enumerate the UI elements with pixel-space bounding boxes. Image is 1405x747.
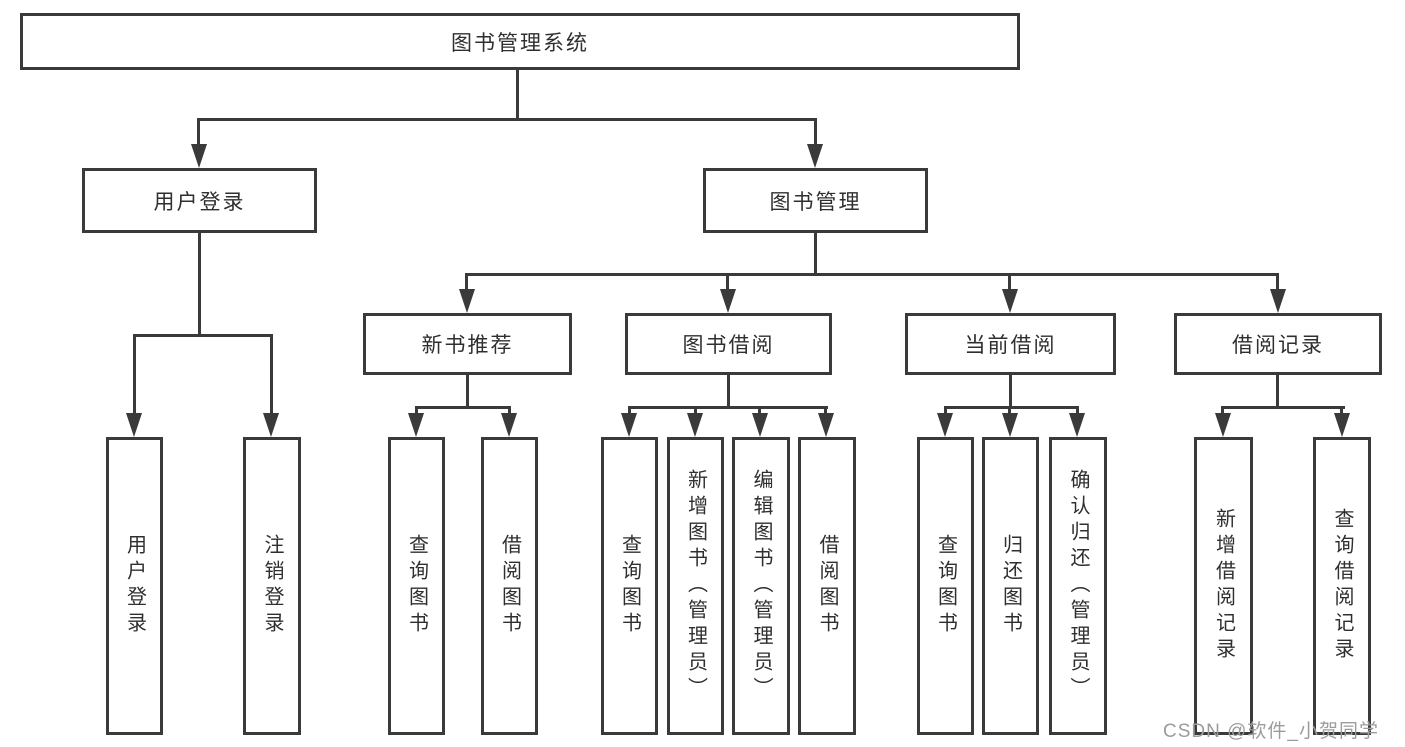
- arrow-down-icon: [501, 413, 517, 437]
- connector-current-rail: [944, 406, 1079, 409]
- connector-recommend-drop-2: [508, 406, 511, 416]
- connector-root-rail: [197, 118, 817, 121]
- leaf-query-books-recommend: 查询图书: [388, 437, 445, 735]
- leaf-borrow-books-recommend-label: 借阅图书: [498, 534, 521, 638]
- node-current-borrow: 当前借阅: [905, 313, 1116, 375]
- node-new-book-recommend-label: 新书推荐: [421, 334, 514, 357]
- leaf-confirm-return-admin: 确认归还（管理员）: [1049, 437, 1107, 735]
- connector-current-drop-1: [944, 406, 947, 416]
- node-borrow-record: 借阅记录: [1174, 313, 1382, 375]
- connector-recommend-rail: [415, 406, 511, 409]
- leaf-user-login: 用户登录: [106, 437, 163, 735]
- connector-mgmt-drop-3: [1008, 273, 1011, 292]
- connector-recommend-drop-1: [415, 406, 418, 416]
- node-book-borrow: 图书借阅: [625, 313, 832, 375]
- connector-record-drop-2: [1340, 406, 1343, 416]
- arrow-down-icon: [191, 144, 207, 168]
- connector-root-drop-right: [814, 118, 817, 147]
- node-book-management: 图书管理: [703, 168, 928, 233]
- leaf-add-borrow-record-label: 新增借阅记录: [1212, 508, 1235, 664]
- node-current-borrow-label: 当前借阅: [964, 334, 1057, 357]
- node-library-system: 图书管理系统: [20, 13, 1020, 70]
- leaf-query-books-current: 查询图书: [917, 437, 974, 735]
- connector-borrow-drop-2: [694, 406, 697, 416]
- connector-borrow-drop-1: [628, 406, 631, 416]
- watermark: CSDN @软件_小贺同学: [1163, 721, 1379, 742]
- connector-login-drop-2: [270, 334, 273, 416]
- leaf-add-books-admin-label: 新增图书（管理员）: [684, 469, 707, 703]
- node-user-login-label: 用户登录: [153, 190, 246, 214]
- node-book-borrow-label: 图书借阅: [682, 334, 775, 357]
- connector-borrow-rail: [628, 406, 828, 409]
- arrow-down-icon: [807, 144, 823, 168]
- connector-mgmt-rail: [465, 273, 1279, 276]
- connector-record-stem: [1276, 375, 1279, 406]
- arrow-down-icon: [621, 413, 637, 437]
- connector-current-stem: [1009, 375, 1012, 406]
- arrow-down-icon: [1270, 289, 1286, 313]
- leaf-logout-label: 注销登录: [261, 534, 283, 638]
- arrow-down-icon: [687, 413, 703, 437]
- arrow-down-icon: [1002, 413, 1018, 437]
- connector-root-stem: [516, 70, 519, 118]
- connector-record-rail: [1221, 406, 1345, 409]
- connector-login-stem: [198, 233, 201, 334]
- leaf-borrow-books-label: 借阅图书: [816, 534, 838, 638]
- connector-login-drop-1: [133, 334, 136, 416]
- connector-borrow-drop-4: [824, 406, 827, 416]
- arrow-down-icon: [752, 413, 768, 437]
- arrow-down-icon: [720, 289, 736, 313]
- arrow-down-icon: [459, 289, 475, 313]
- node-new-book-recommend: 新书推荐: [363, 313, 572, 375]
- leaf-query-books-borrow: 查询图书: [601, 437, 658, 735]
- connector-borrow-stem: [727, 375, 730, 406]
- connector-current-drop-2: [1008, 406, 1011, 416]
- leaf-query-borrow-record: 查询借阅记录: [1313, 437, 1371, 735]
- leaf-return-books-label: 归还图书: [999, 534, 1022, 638]
- leaf-user-login-label: 用户登录: [123, 534, 146, 638]
- connector-current-drop-3: [1076, 406, 1079, 416]
- leaf-query-books-recommend-label: 查询图书: [405, 534, 428, 638]
- leaf-edit-books-admin-label: 编辑图书（管理员）: [750, 469, 772, 703]
- arrow-down-icon: [1334, 413, 1350, 437]
- connector-mgmt-drop-2: [726, 273, 729, 292]
- connector-login-rail: [133, 334, 273, 337]
- connector-mgmt-drop-4: [1276, 273, 1279, 292]
- leaf-borrow-books: 借阅图书: [798, 437, 856, 735]
- arrow-down-icon: [1002, 289, 1018, 313]
- leaf-query-books-borrow-label: 查询图书: [618, 534, 641, 638]
- leaf-return-books: 归还图书: [982, 437, 1039, 735]
- leaf-confirm-return-admin-label: 确认归还（管理员）: [1067, 469, 1089, 703]
- arrow-down-icon: [1069, 413, 1085, 437]
- node-book-management-label: 图书管理: [769, 190, 862, 214]
- connector-record-drop-1: [1221, 406, 1224, 416]
- leaf-query-borrow-record-label: 查询借阅记录: [1331, 508, 1353, 664]
- leaf-edit-books-admin: 编辑图书（管理员）: [732, 437, 790, 735]
- arrow-down-icon: [1215, 413, 1231, 437]
- arrow-down-icon: [263, 413, 279, 437]
- leaf-query-books-current-label: 查询图书: [934, 534, 957, 638]
- connector-recommend-stem: [466, 375, 469, 406]
- node-library-system-label: 图书管理系统: [451, 31, 589, 55]
- leaf-add-borrow-record: 新增借阅记录: [1194, 437, 1253, 735]
- connector-mgmt-stem: [814, 233, 817, 273]
- arrow-down-icon: [126, 413, 142, 437]
- leaf-add-books-admin: 新增图书（管理员）: [667, 437, 724, 735]
- leaf-logout: 注销登录: [243, 437, 301, 735]
- arrow-down-icon: [408, 413, 424, 437]
- node-user-login: 用户登录: [82, 168, 317, 233]
- connector-mgmt-drop-1: [465, 273, 468, 292]
- connector-root-drop-left: [197, 118, 200, 147]
- leaf-borrow-books-recommend: 借阅图书: [481, 437, 538, 735]
- connector-borrow-drop-3: [758, 406, 761, 416]
- arrow-down-icon: [937, 413, 953, 437]
- arrow-down-icon: [818, 413, 834, 437]
- node-borrow-record-label: 借阅记录: [1232, 334, 1324, 357]
